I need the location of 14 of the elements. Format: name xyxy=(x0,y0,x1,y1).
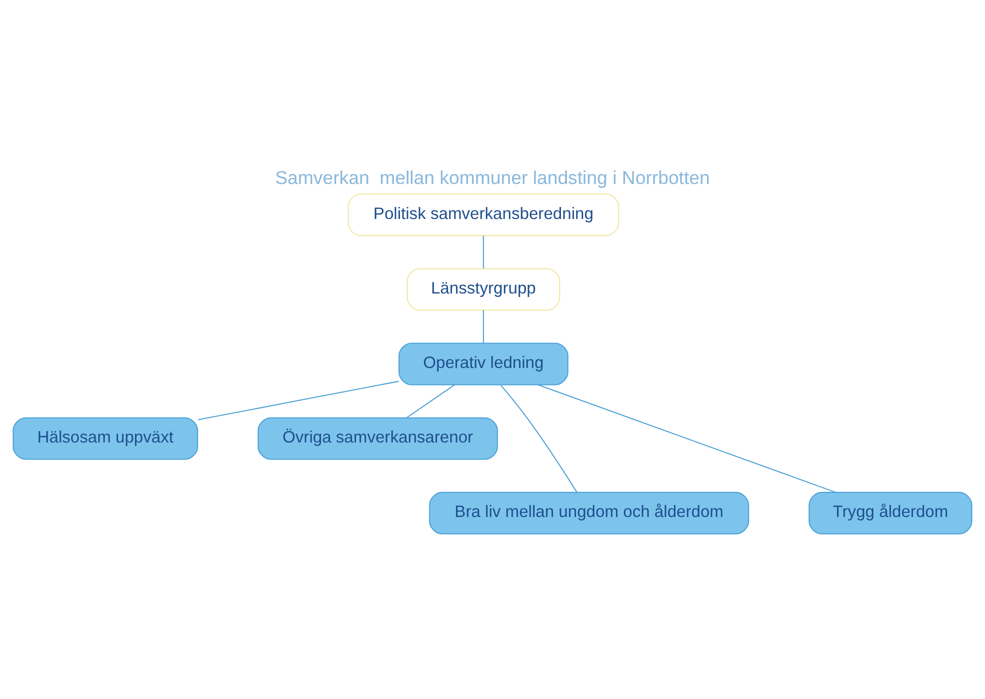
connector xyxy=(406,384,455,418)
connector xyxy=(538,384,836,493)
node-box: Länsstyrgrupp xyxy=(406,268,560,311)
diagram-title: Samverkan mellan kommuner landsting i Norrbotten xyxy=(275,167,710,188)
node-box: Politisk samverkansberedning xyxy=(348,194,620,236)
node-box: Trygg ålderdom xyxy=(808,492,972,534)
node-box: Hälsosam uppväxt xyxy=(12,417,198,460)
connector xyxy=(482,236,484,269)
connector xyxy=(482,310,484,344)
node-box: Operativ ledning xyxy=(398,342,568,386)
connector xyxy=(500,384,578,492)
node-box: Övriga samverkansarenor xyxy=(258,417,498,460)
node-box: Bra liv mellan ungdom och ålderdom xyxy=(429,492,750,534)
connector xyxy=(198,380,399,420)
